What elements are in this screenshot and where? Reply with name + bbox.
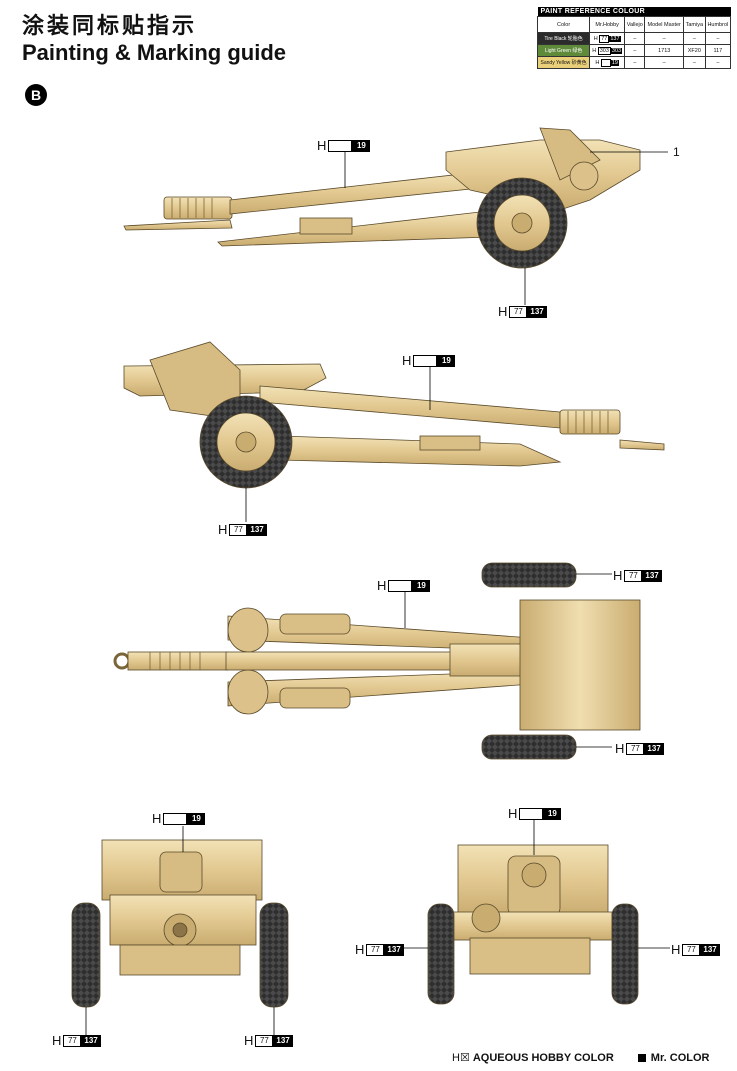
mrhobby-cell: H 19 bbox=[589, 56, 626, 69]
paint-legend: H☒ AQUEOUS HOBBY COLOR Mr. COLOR bbox=[452, 1051, 710, 1065]
vallejo-cell: – bbox=[624, 56, 646, 69]
table-row: Sandy Yellow 砂黄色 H 19 – – – – bbox=[536, 56, 732, 69]
scheme-badge: B bbox=[25, 84, 47, 106]
aqueous-label: AQUEOUS HOBBY COLOR bbox=[472, 1051, 614, 1064]
mr-color-square-icon bbox=[637, 1053, 646, 1062]
callout-number: 1 bbox=[673, 145, 680, 159]
rear-view bbox=[71, 826, 289, 1040]
side-view-right bbox=[123, 127, 668, 305]
paint-reference-table: PAINT REFERENCE COLOUR Color Mr.Hobby Va… bbox=[536, 7, 732, 69]
side-view-left bbox=[123, 341, 665, 522]
col-header: Humbrol bbox=[704, 16, 732, 33]
humbrol-cell: 117 bbox=[704, 44, 732, 57]
aqueous-symbol: H☒ bbox=[452, 1052, 470, 1064]
title-chinese: 涂装同标贴指示 bbox=[22, 14, 198, 39]
title-english: Painting & Marking guide bbox=[22, 40, 287, 65]
color-swatch-sandy-yellow: Sandy Yellow 砂黄色 bbox=[536, 56, 591, 69]
vallejo-cell: – bbox=[624, 32, 646, 45]
front-view bbox=[402, 820, 670, 1005]
col-header: Tamiya bbox=[683, 16, 706, 33]
paint-table-caption: PAINT REFERENCE COLOUR bbox=[537, 7, 731, 17]
mr-color-label: Mr. COLOR bbox=[650, 1051, 710, 1064]
top-view bbox=[113, 562, 641, 760]
modelmaster-cell: – bbox=[644, 56, 684, 69]
humbrol-cell: – bbox=[704, 56, 732, 69]
